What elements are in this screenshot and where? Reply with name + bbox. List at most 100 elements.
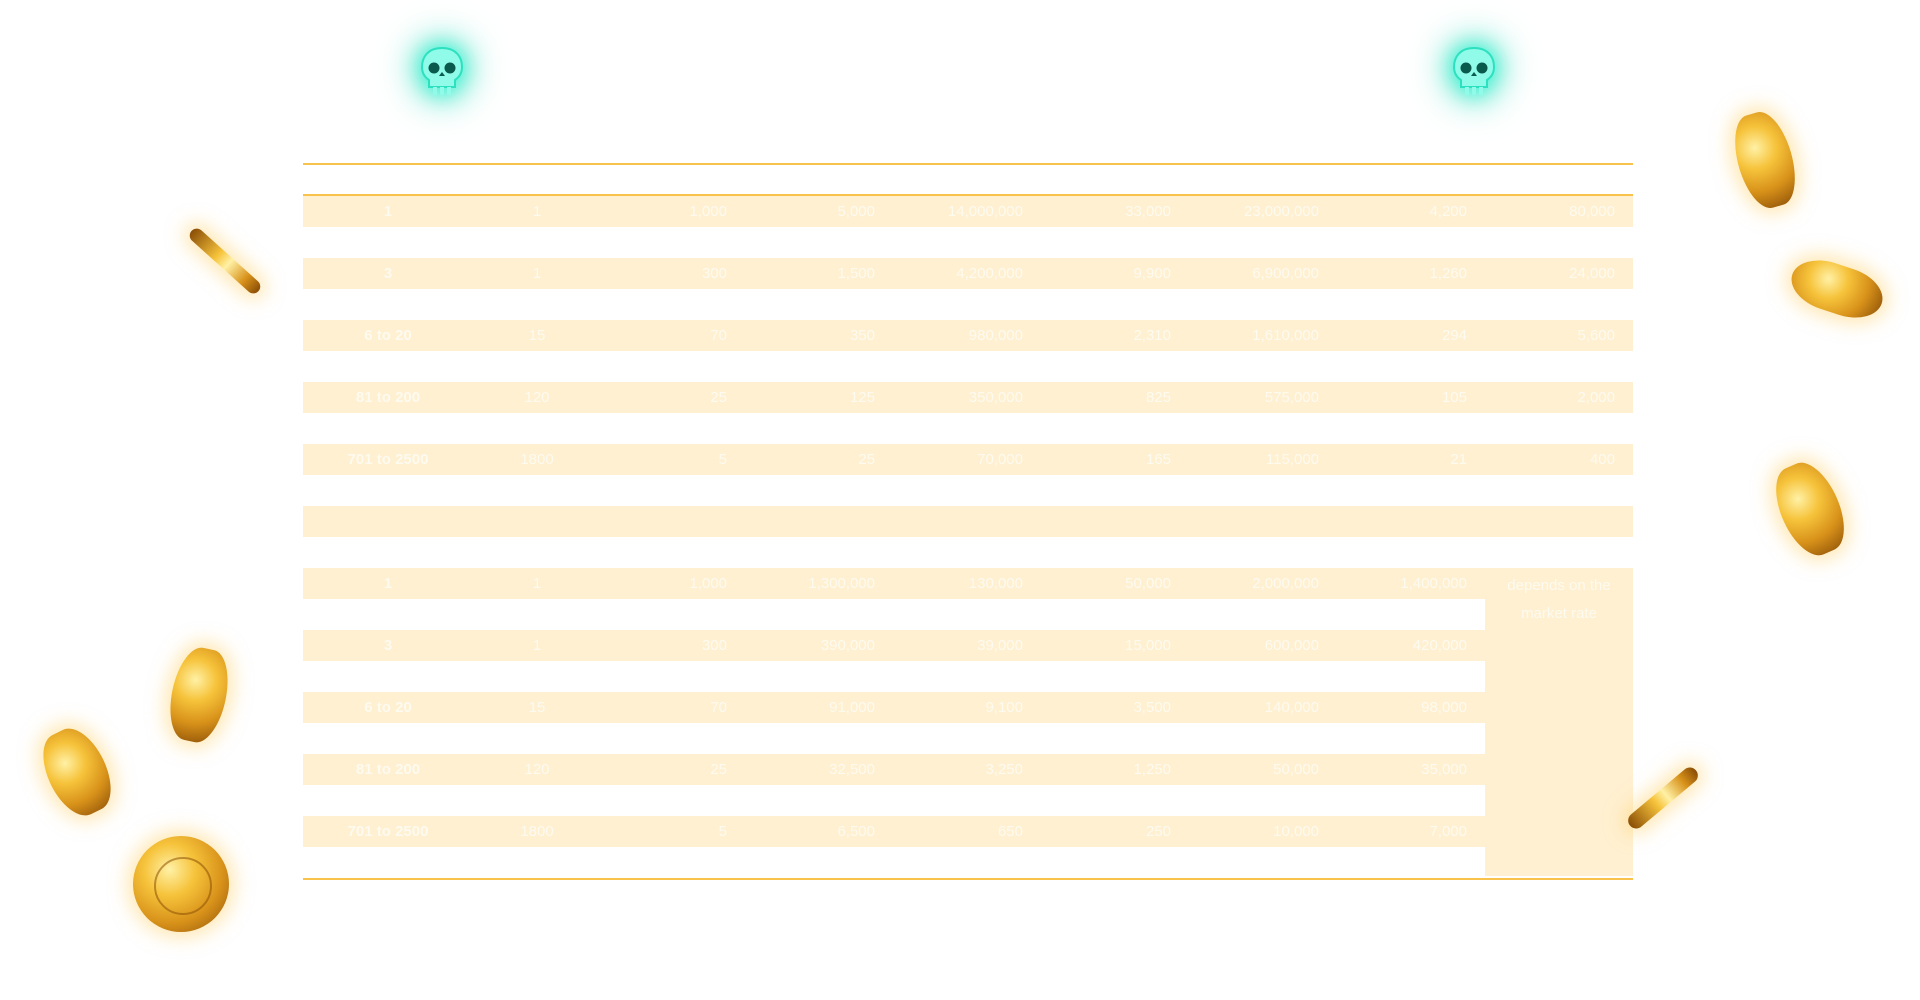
- table-row: 1 1 1,000 1,300,000 130,000 50,000 2,000…: [303, 568, 1485, 599]
- table-cell: 9,900: [1133, 265, 1171, 282]
- table-cell: 1,300,000: [808, 575, 875, 592]
- table-cell: 7,000: [1429, 823, 1467, 840]
- table-cell: 24,000: [1569, 265, 1615, 282]
- table-row-blank: [303, 227, 1633, 258]
- table-cell: 130,000: [968, 575, 1023, 592]
- table-row-blank: [303, 661, 1485, 692]
- table-cell: 825: [1145, 389, 1171, 406]
- table-cell: 2,310: [1133, 327, 1171, 344]
- table-cell: 70,000: [977, 451, 1023, 468]
- table-cell: 1: [532, 265, 542, 282]
- table-cell: 1,260: [1429, 265, 1467, 282]
- table-cell: 600,000: [1264, 637, 1319, 654]
- table-cell: 3,500: [1133, 699, 1171, 716]
- table-cell: 5,000: [837, 203, 875, 220]
- table-row: 701 to 2500 1800 5 6,500 650 250 10,000 …: [303, 816, 1485, 847]
- table-cell: 5: [718, 451, 727, 468]
- table-cell: 1,610,000: [1252, 327, 1319, 344]
- table-cell: 10,000: [1273, 823, 1319, 840]
- table-row-blank: [303, 289, 1633, 320]
- table-row: 701 to 2500 1800 5 25 70,000 165 115,000…: [303, 444, 1633, 475]
- table-cell: 575,000: [1264, 389, 1319, 406]
- table-cell: 350: [849, 327, 875, 344]
- table-cell: 9,100: [985, 699, 1023, 716]
- table-cell: 81 to 200: [355, 389, 421, 406]
- table-cell: 125: [849, 389, 875, 406]
- table-cell: 701 to 2500: [347, 451, 429, 468]
- table-cell: 91,000: [829, 699, 875, 716]
- table-cell: 390,000: [820, 637, 875, 654]
- table-cell: 105: [1441, 389, 1467, 406]
- table-cell: 3: [383, 637, 393, 654]
- table-cell: 3: [383, 265, 393, 282]
- table-cell: 39,000: [977, 637, 1023, 654]
- table-cell: 25: [710, 389, 727, 406]
- table-cell: 300: [701, 265, 727, 282]
- table-cell: 1,400,000: [1400, 575, 1467, 592]
- table-row: 6 to 20 15 70 91,000 9,100 3,500 140,000…: [303, 692, 1485, 723]
- table-cell: 14,000,000: [947, 203, 1023, 220]
- table-cell: 70: [710, 699, 727, 716]
- table-cell: 1: [532, 637, 542, 654]
- table-cell: 294: [1441, 327, 1467, 344]
- gold-coin-icon: [1764, 454, 1856, 564]
- table-row: 3 1 300 390,000 39,000 15,000 600,000 42…: [303, 630, 1485, 661]
- table-cell: 21: [1450, 451, 1467, 468]
- table-cell: 1,000: [689, 575, 727, 592]
- table-cell: 15,000: [1125, 637, 1171, 654]
- table-header-rule: [303, 194, 1633, 196]
- table-row-blank: [303, 351, 1633, 382]
- table-cell: 350,000: [968, 389, 1023, 406]
- gold-coin-icon: [31, 719, 123, 825]
- table-cell: 1: [383, 575, 393, 592]
- table-cell: 4,200: [1429, 203, 1467, 220]
- table-cell: 420,000: [1412, 637, 1467, 654]
- market-rate-note: depends on the market rate: [1485, 568, 1633, 876]
- table-row-blank: [303, 723, 1485, 754]
- table-cell: 32,500: [829, 761, 875, 778]
- skull-icon-left: [412, 42, 472, 102]
- table-cell: 35,000: [1421, 761, 1467, 778]
- table-row-blank: [303, 785, 1485, 816]
- table-cell: 300: [701, 637, 727, 654]
- table-cell: 1,250: [1133, 761, 1171, 778]
- table-bottom-rule: [303, 878, 1633, 880]
- table-row: 3 1 300 1,500 4,200,000 9,900 6,900,000 …: [303, 258, 1633, 289]
- table-cell: 33,000: [1125, 203, 1171, 220]
- table-cell: 6 to 20: [364, 699, 412, 716]
- table-cell: 2,000: [1577, 389, 1615, 406]
- gold-coin-icon: [1725, 106, 1805, 214]
- table-cell: 5,600: [1577, 327, 1615, 344]
- table-cell: 6,500: [837, 823, 875, 840]
- table-cell: 1: [532, 575, 542, 592]
- table-cell: 165: [1145, 451, 1171, 468]
- table-cell: 70: [710, 327, 727, 344]
- table-cell: 5: [718, 823, 727, 840]
- table-row-blank: [303, 537, 1633, 568]
- table-cell: 1800: [520, 451, 554, 468]
- table-cell: 250: [1145, 823, 1171, 840]
- gold-coin-icon: [186, 225, 264, 297]
- table-row: 81 to 200 120 25 32,500 3,250 1,250 50,0…: [303, 754, 1485, 785]
- table-cell: 25: [858, 451, 875, 468]
- table-cell: 400: [1589, 451, 1615, 468]
- table-cell: 15: [528, 699, 546, 716]
- table-cell: 1,500: [837, 265, 875, 282]
- table-cell: 120: [524, 761, 550, 778]
- section-divider: [303, 506, 1633, 537]
- table-cell: 4,200,000: [956, 265, 1023, 282]
- table-row: 1 1 1,000 5,000 14,000,000 33,000 23,000…: [303, 196, 1633, 227]
- table-cell: 80,000: [1569, 203, 1615, 220]
- table-cell: 1,000: [689, 203, 727, 220]
- table-cell: 140,000: [1264, 699, 1319, 716]
- table-row: 81 to 200 120 25 125 350,000 825 575,000…: [303, 382, 1633, 413]
- gold-coin-icon: [1784, 251, 1890, 327]
- table-row-blank: [303, 413, 1633, 444]
- table-cell: 98,000: [1421, 699, 1467, 716]
- table-cell: 1800: [520, 823, 554, 840]
- gold-coin-icon: [162, 643, 236, 747]
- table-cell: 115,000: [1265, 451, 1319, 468]
- table-cell: 50,000: [1125, 575, 1171, 592]
- table-cell: 50,000: [1273, 761, 1319, 778]
